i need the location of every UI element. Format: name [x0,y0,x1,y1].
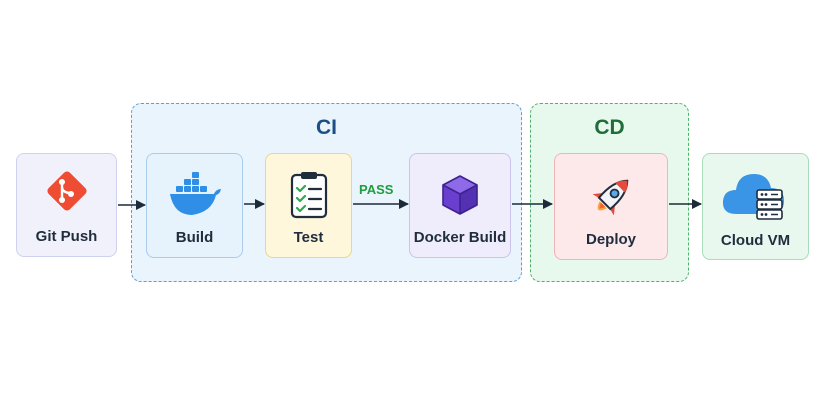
rocket-icon [592,179,629,216]
cloud-server-icon [722,174,784,220]
build-label: Build [175,229,214,246]
test-node: Test [265,153,352,258]
ci-stage-title: CI [316,116,337,139]
deploy-node: Deploy [554,153,668,260]
deploy-label: Deploy [585,231,636,248]
docker-build-label: Docker Build [413,229,507,246]
git-icon [46,171,87,211]
git-push-node: Git Push [16,153,117,257]
checklist-clipboard-icon [290,172,327,219]
pass-edge-label: PASS [359,182,394,197]
docker-build-node: Docker Build [409,153,511,258]
docker-whale-icon [169,172,221,215]
git-push-label: Git Push [35,228,98,245]
cloud-vm-node: Cloud VM [702,153,809,260]
cd-stage-title: CD [594,116,625,139]
build-node: Build [146,153,243,258]
test-label: Test [293,229,324,246]
cube-icon [442,175,478,215]
cloud-vm-label: Cloud VM [720,232,791,249]
